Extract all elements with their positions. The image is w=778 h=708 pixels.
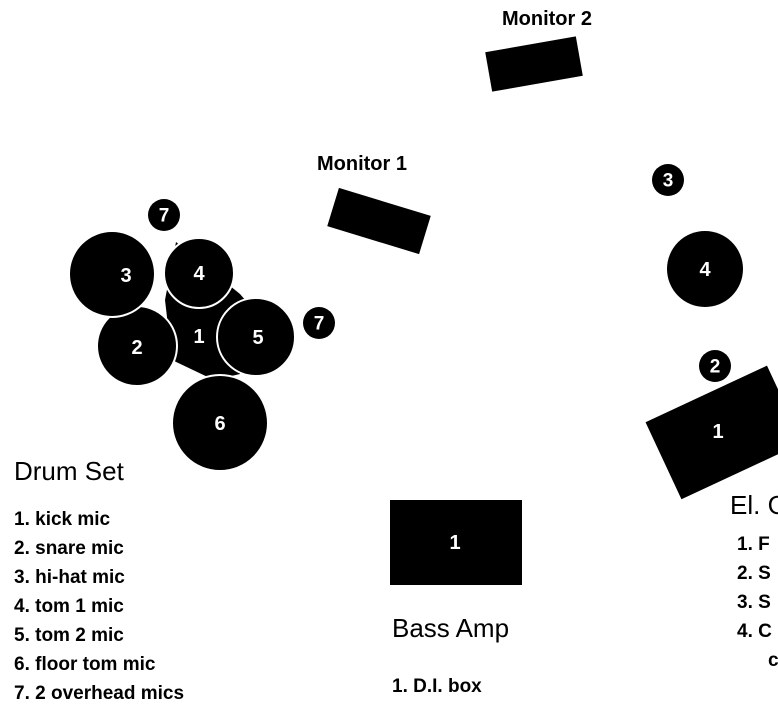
list-item: 3. S: [737, 592, 771, 613]
tom-1-drum: [163, 237, 235, 309]
tom-2-drum: [216, 297, 296, 377]
overhead-b-number: 7: [314, 314, 325, 335]
floor-tom-number: 6: [214, 413, 225, 435]
list-item: 1. F: [737, 534, 770, 555]
monitor-1-wedge: [327, 187, 431, 255]
guitar-mic-4-number: 4: [699, 259, 711, 281]
list-item: 5. tom 2 mic: [14, 625, 124, 646]
kick-number: 1: [193, 326, 204, 348]
tom-1-number: 4: [193, 263, 205, 285]
bass-amp-title: Bass Amp: [392, 613, 510, 643]
drum-set-mic-list: 1. kick mic 2. snare mic 3. hi-hat mic 4…: [14, 505, 184, 708]
list-item: 1. kick mic: [14, 509, 111, 530]
bass-amp-number: 1: [449, 532, 460, 554]
monitor-2-wedge: [485, 36, 583, 92]
guitar-mic-3: [652, 164, 684, 196]
monitor-2-label: Monitor 2: [502, 8, 592, 30]
guitar-mic-4: [667, 231, 743, 307]
guitar-amp-box: [645, 365, 778, 500]
hihat-cymbal: [68, 230, 156, 318]
guitar-amp-number: 1: [712, 421, 723, 443]
guitar-mic-2: [699, 350, 731, 382]
floor-tom-drum: [171, 374, 269, 472]
list-item: 2. S: [737, 563, 771, 584]
list-item: 2. snare mic: [14, 538, 124, 559]
overhead-mic-a: [148, 199, 180, 231]
guitar-mic-3-number: 3: [663, 171, 674, 192]
snare-number: 2: [131, 337, 142, 359]
list-item: 7. 2 overhead mics: [14, 683, 185, 704]
list-item: 3. hi-hat mic: [14, 567, 125, 588]
monitor-1-label: Monitor 1: [317, 153, 407, 175]
overhead-mic-b: [303, 307, 335, 339]
drum-set-title: Drum Set: [14, 456, 124, 486]
el-guitar-mic-list: 1. F 2. S 3. S 4. C c: [737, 530, 778, 675]
hihat-number: 3: [120, 265, 131, 287]
tom-2-number: 5: [252, 327, 263, 349]
bass-amp-box: [390, 500, 522, 585]
list-item: 4. tom 1 mic: [14, 596, 124, 617]
list-item: c: [768, 650, 778, 671]
bass-amp-item: 1. D.I. box: [392, 676, 482, 697]
overhead-a-number: 7: [159, 206, 170, 227]
list-item: 4. C: [737, 621, 772, 642]
el-guitar-title: El. G: [730, 490, 778, 520]
guitar-mic-2-number: 2: [710, 357, 721, 378]
list-item: 6. floor tom mic: [14, 654, 156, 675]
